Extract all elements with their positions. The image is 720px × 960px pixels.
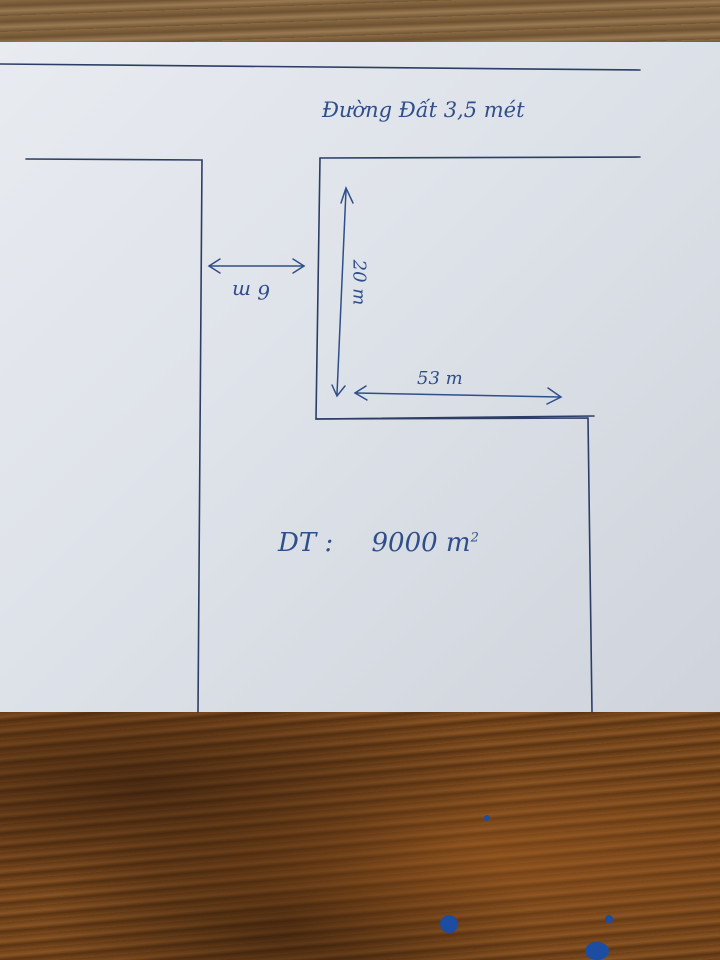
paper-sheet bbox=[0, 42, 720, 714]
area-superscript: 2 bbox=[470, 530, 479, 546]
plot-boundary bbox=[315, 157, 593, 713]
area-value: 9000 m bbox=[371, 528, 471, 558]
plot-top-boundary bbox=[319, 156, 641, 159]
wooden-table-top bbox=[0, 0, 720, 48]
area-prefix: DT : bbox=[278, 528, 334, 558]
left-lot-boundary bbox=[25, 158, 203, 713]
wooden-table-bottom bbox=[0, 712, 720, 960]
height-dimension-arrow bbox=[336, 189, 347, 395]
frontage-label: 53 m bbox=[417, 368, 463, 389]
ink-spot bbox=[605, 915, 613, 923]
ink-spot bbox=[585, 942, 609, 960]
height-label: 20 m bbox=[348, 259, 370, 306]
ink-spot bbox=[440, 915, 458, 933]
ink-spot bbox=[484, 815, 490, 821]
width-label: 6 m bbox=[232, 280, 271, 304]
road-edge-line bbox=[0, 63, 641, 71]
road-label: Đường Đất 3,5 mét bbox=[322, 98, 525, 122]
area-label: DT : 9000 m2 bbox=[278, 528, 479, 558]
frontage-dimension-arrow bbox=[355, 392, 561, 398]
